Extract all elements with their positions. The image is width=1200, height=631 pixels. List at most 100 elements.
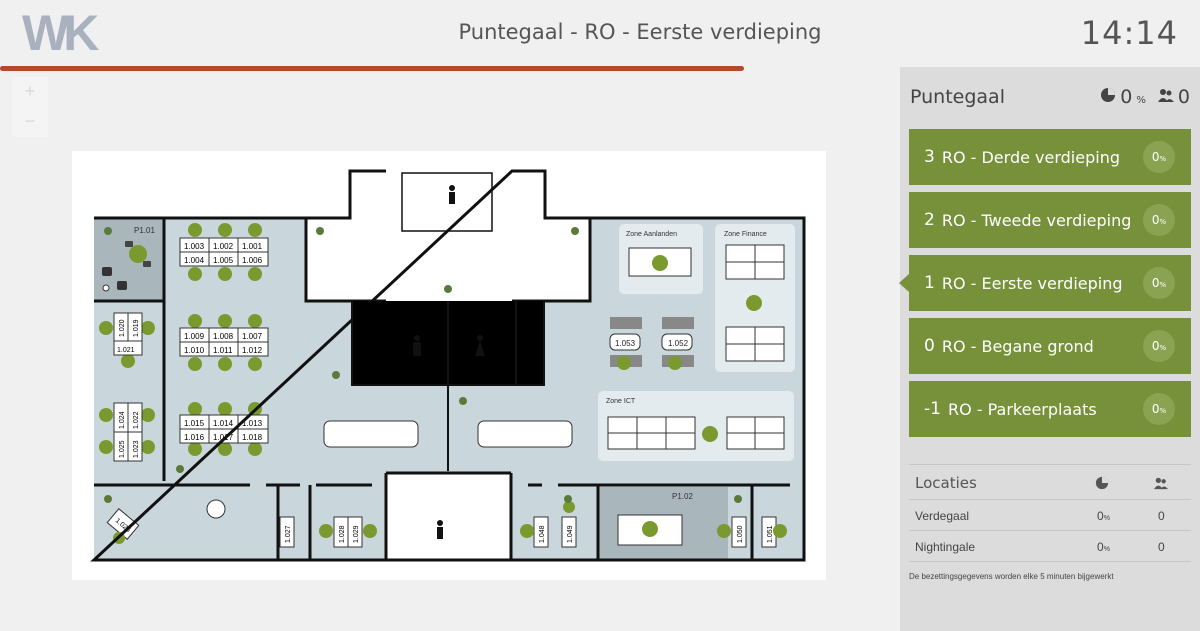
desk-label: 1.001 [242,242,263,251]
room-p102-label: P1.02 [672,492,693,501]
walls [90,169,806,562]
floor-occupancy: 0% [1143,141,1175,173]
location-row[interactable]: Nightingale 0% 0 [909,531,1191,562]
desk-label: 1.023 [133,440,140,458]
desk-label: 1.022 [133,411,140,429]
desk-label: 1.025 [119,440,126,458]
floor-level: 0 [924,336,935,356]
clock: 14:14 [1080,14,1178,52]
zoom-in-button[interactable]: + [12,77,48,107]
room-p101-label: P1.01 [134,226,155,235]
zone-ict-label: Zone ICT [606,398,636,405]
desk-label: 1.016 [184,433,205,442]
location-occupancy: 0% [1097,509,1110,523]
desk-label: 1.007 [242,332,263,341]
location-row[interactable]: Verdegaal 0% 0 [909,500,1191,531]
floor-occupancy: 0% [1143,393,1175,425]
floor-level: 1 [924,273,935,293]
building-people-count: 0 [1177,86,1190,108]
desk-group-v2[interactable]: 1.024 1.022 1.025 1.023 [99,402,155,462]
desk-label: 1.010 [184,346,205,355]
desk-row-bottom[interactable]: 1.026 1.027 1.028 1.029 1.048 1.049 1.05… [106,499,787,548]
floor-button-0[interactable]: 0 RO - Begane grond 0% [909,318,1191,374]
desk-label: 1.027 [285,525,292,543]
company-logo: WK [22,8,105,56]
location-name: Verdegaal [915,509,970,523]
desk-label: 1.014 [213,419,234,428]
floor-occupancy: 0% [1143,204,1175,236]
floor-name: RO - Derde verdieping [941,147,1120,167]
occupancy-icon [1101,88,1116,102]
refresh-progress-bar [0,66,744,71]
location-name: Nightingale [915,540,976,554]
svg-text:WK: WK [22,8,99,56]
floor-plan[interactable]: P1.01 P1.02 Zone Aanlanden Zone Finance [72,151,826,580]
building-name: Puntegaal [910,86,1005,108]
booth-label: 1.052 [668,339,689,348]
desk-label: 1.005 [213,256,234,265]
building-stats: 0% 0 [1100,86,1190,108]
desk-label: 1.006 [242,256,263,265]
desk-group-v1[interactable]: 1.020 1.019 1.021 [99,312,155,368]
location-count: 0 [1158,540,1165,554]
zone-aanlanden-label: Zone Aanlanden [626,231,677,238]
floor-level: -1 [924,399,941,419]
meeting-table[interactable] [323,420,419,448]
zoom-control: + − [12,77,48,137]
desk-label: 1.028 [339,525,346,543]
desk-label: 1.011 [213,346,233,355]
desk-label: 1.013 [242,419,263,428]
desk-label: 1.012 [242,346,263,355]
desk-label: 1.018 [242,433,263,442]
desk-label: 1.048 [539,525,546,543]
floor-button-minus1[interactable]: -1 RO - Parkeerplaats 0% [909,381,1191,437]
desk-label: 1.020 [119,319,126,337]
desk-group-2[interactable]: 1.009 1.008 1.007 1.010 1.011 1.012 [179,314,269,371]
building-occupancy: 0 [1120,86,1133,108]
booth-label: 1.053 [615,339,636,348]
zone-finance-label: Zone Finance [724,231,767,238]
floor-button-3[interactable]: 3 RO - Derde verdieping 0% [909,129,1191,185]
floor-name: RO - Begane grond [941,336,1094,356]
floor-name: RO - Tweede verdieping [941,210,1132,230]
floor-level: 3 [924,147,935,167]
people-icon [1154,477,1168,490]
desk-label: 1.017 [213,433,234,442]
side-panel: Puntegaal 0% 0 3 RO - Derde verdieping 0… [899,67,1200,631]
desk-label: 1.015 [184,419,205,428]
floor-level: 2 [924,210,935,230]
floor-occupancy: 0% [1143,267,1175,299]
occupancy-unit: % [1136,95,1146,106]
meeting-table[interactable] [477,420,573,448]
panel-header: Puntegaal 0% 0 [900,67,1200,125]
floor-button-2[interactable]: 2 RO - Tweede verdieping 0% [909,192,1191,248]
desk-label: 1.002 [213,242,234,251]
floor-button-1-active[interactable]: 1 RO - Eerste verdieping 0% [899,255,1191,311]
desk-label: 1.050 [737,525,744,543]
desk-label: 1.019 [133,319,140,337]
desk-group-1[interactable]: 1.003 1.002 1.001 1.004 1.005 1.006 [179,223,269,281]
active-floor-indicator [899,274,909,292]
desk-label: 1.024 [119,411,126,429]
people-icon [1157,89,1174,102]
desk-label: 1.008 [213,332,234,341]
location-occupancy: 0% [1097,540,1110,554]
desk-label: 1.021 [117,347,135,354]
locations-title: Locaties [915,474,977,492]
desk-label: 1.009 [184,332,205,341]
location-count: 0 [1158,509,1165,523]
floor-occupancy: 0% [1143,330,1175,362]
locations-header: Locaties [909,464,1191,500]
zoom-out-button[interactable]: − [12,107,48,137]
page-title: Puntegaal - RO - Eerste verdieping [458,20,822,44]
desk-label: 1.003 [184,242,205,251]
floor-name: RO - Parkeerplaats [947,399,1097,419]
desk-label: 1.049 [567,525,574,543]
occupancy-icon [1095,476,1109,490]
desk-label: 1.051 [767,525,774,543]
update-footnote: De bezettingsgegevens worden elke 5 minu… [909,572,1114,581]
desk-label: 1.029 [353,525,360,543]
floor-name: RO - Eerste verdieping [941,273,1123,293]
desk-label: 1.004 [184,256,205,265]
